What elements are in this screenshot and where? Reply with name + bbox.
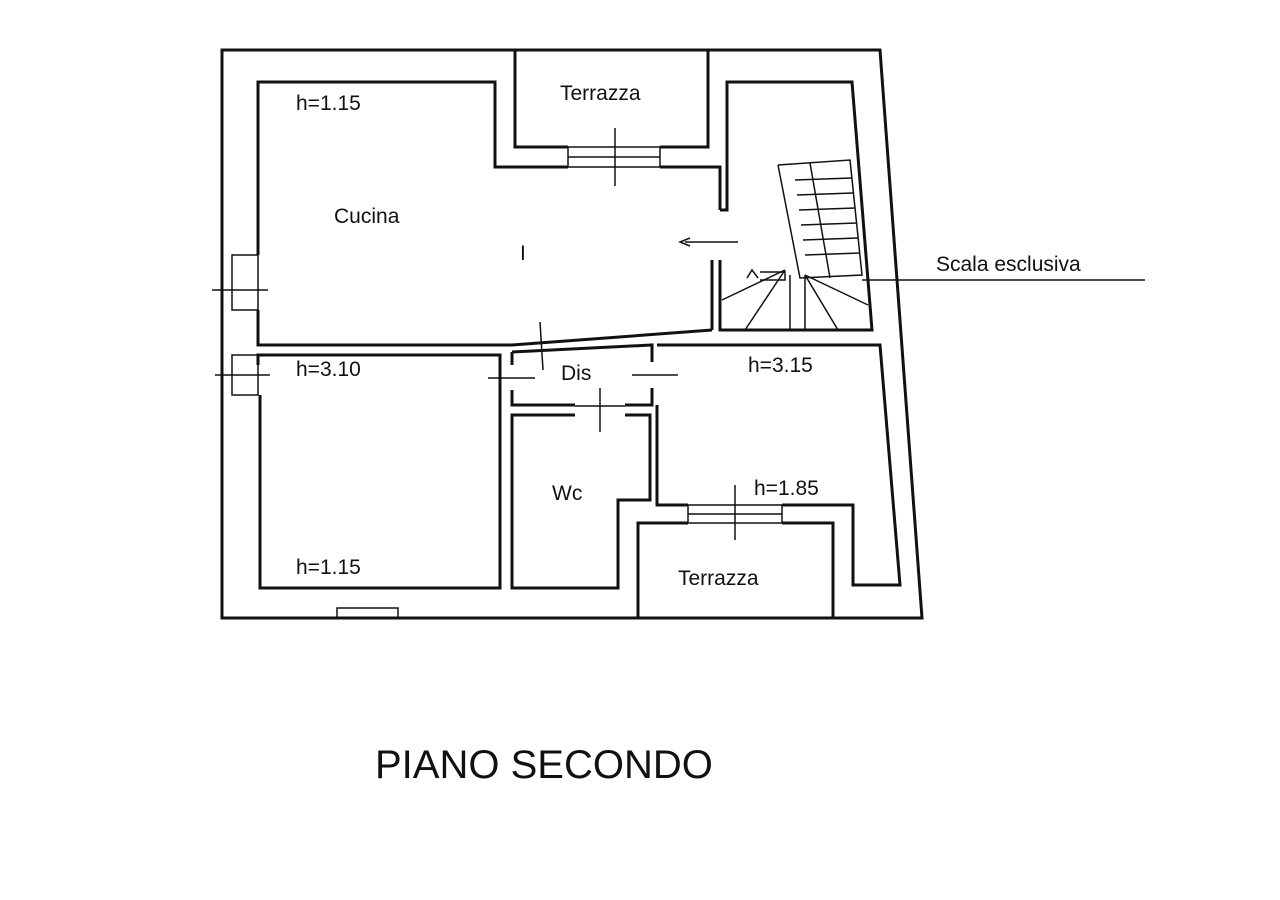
kitchen-wall-left-lower: [256, 310, 713, 347]
right-room-height-bottom: h=1.85: [754, 477, 819, 500]
left-room-wall: [256, 353, 502, 590]
dis-wall-c: [510, 390, 575, 407]
wc-label: Wc: [552, 482, 582, 505]
right-room-height-top: h=3.15: [748, 354, 813, 377]
left-room-height-top: h=3.10: [296, 358, 361, 381]
outer-wall: [220, 48, 924, 620]
kitchen-marker: I: [520, 242, 526, 265]
terrace-bottom-wall-b: [782, 521, 835, 618]
terrace-top-wall-right: [660, 50, 710, 149]
right-room-window: [687, 485, 783, 540]
stair-door: [677, 237, 738, 247]
plan-title: PIANO SECONDO: [375, 743, 713, 787]
dis-wall: [511, 343, 654, 362]
kitchen-height: h=1.15: [296, 92, 361, 115]
stair-label: Scala esclusiva: [936, 253, 1081, 276]
kitchen-window: [212, 254, 268, 311]
right-room-wall: [657, 343, 902, 587]
terrace-window: [567, 128, 661, 186]
terrace-bottom-label: Terrazza: [678, 567, 759, 590]
dis-label: Dis: [561, 362, 591, 385]
terrace-top-wall: [513, 50, 568, 149]
kitchen-label: Cucina: [334, 205, 400, 228]
stairwell-wall: [718, 80, 874, 332]
left-room-height-bottom: h=1.15: [296, 556, 361, 579]
dis-doors: [488, 321, 678, 432]
left-room-window: [215, 354, 270, 396]
dis-wall-b: [625, 388, 654, 407]
bottom-window: [336, 607, 399, 619]
kitchen-wall: [256, 80, 568, 255]
terrace-top-label: Terrazza: [560, 82, 641, 105]
wc-wall: [510, 413, 652, 590]
right-room-wall-b: [655, 405, 688, 507]
staircase: [721, 159, 869, 331]
terrace-bottom-wall: [636, 521, 688, 618]
kitchen-wall-right: [660, 165, 722, 210]
